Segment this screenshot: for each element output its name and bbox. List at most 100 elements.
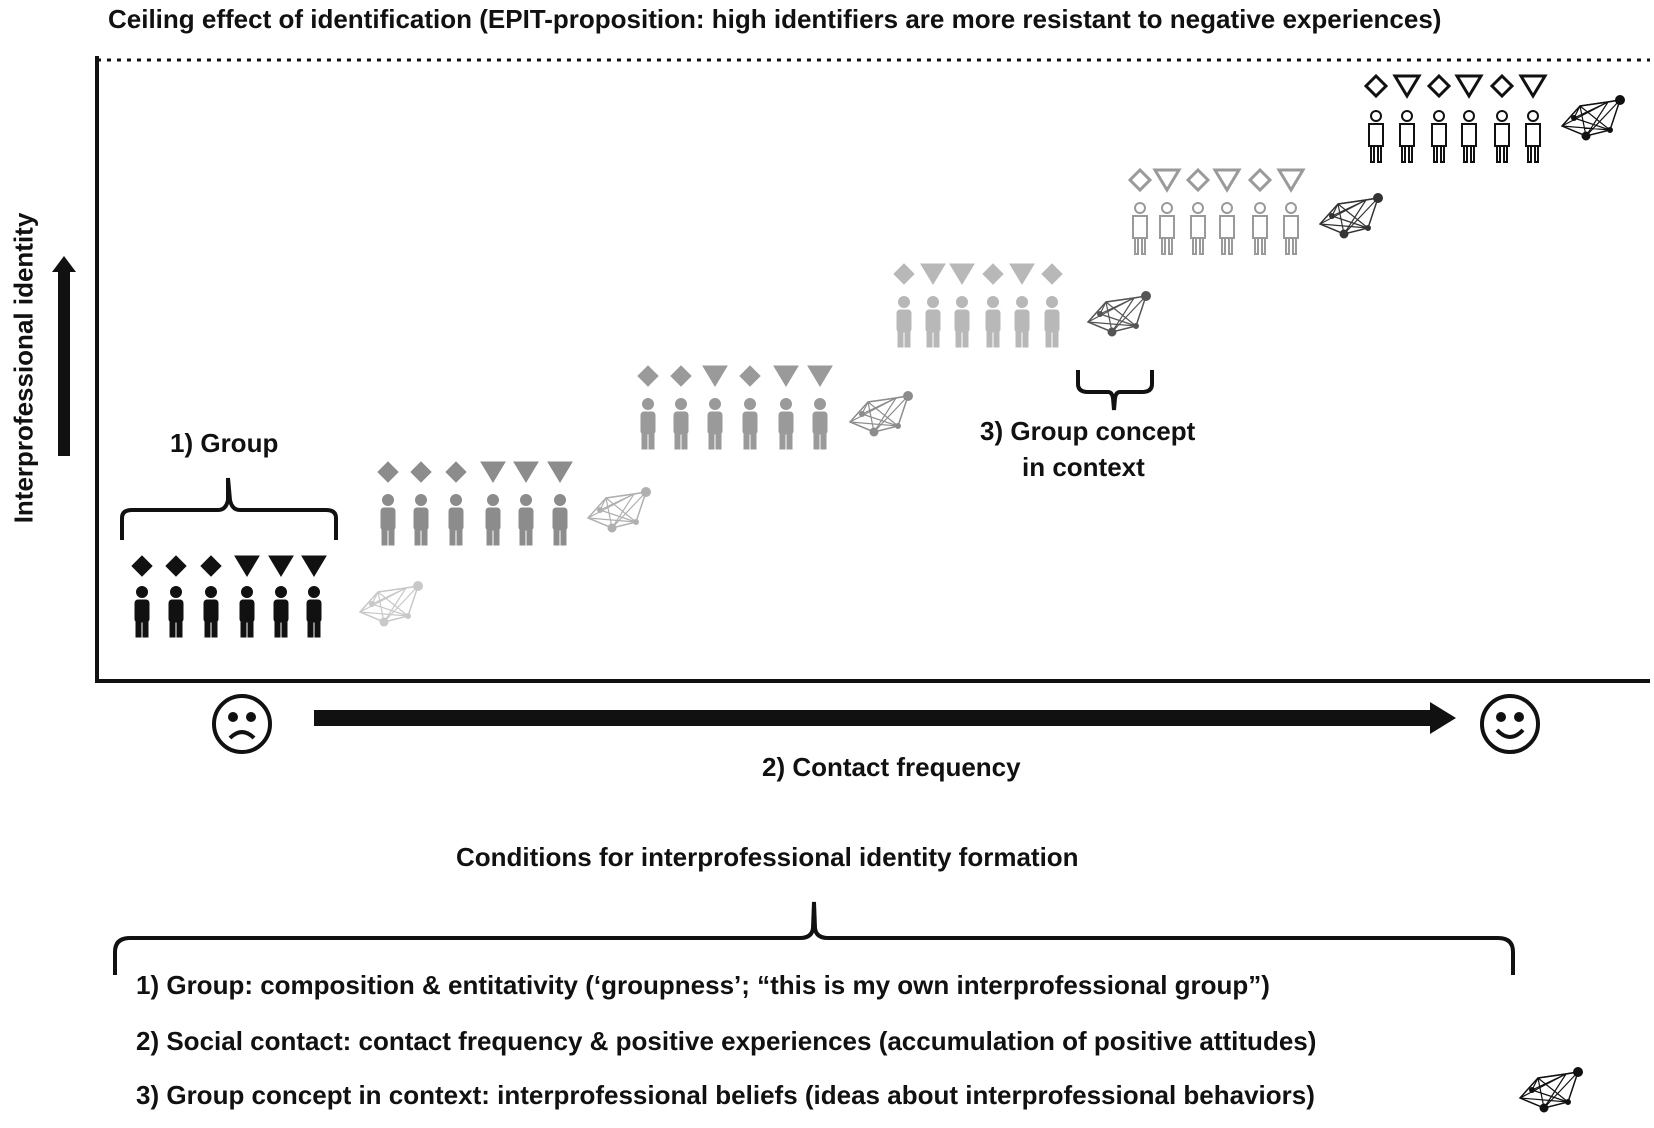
triangle-icon — [268, 555, 294, 577]
network-graph-icon — [1087, 290, 1152, 337]
diamond-icon — [445, 461, 467, 483]
person-icon — [985, 296, 1001, 348]
person-icon — [1219, 202, 1235, 255]
stage-6 — [1364, 74, 1626, 163]
group-concept-label-line2: in context — [1022, 452, 1145, 482]
conditions-brace — [113, 901, 1515, 975]
group-concept-label-line1: 3) Group concept — [980, 416, 1196, 446]
person-icon — [1132, 202, 1148, 255]
triangle-icon — [702, 365, 728, 387]
person-icon — [1461, 110, 1477, 163]
triangle-icon — [513, 461, 539, 483]
condition-item: 2) Social contact: contact frequency & p… — [136, 1026, 1317, 1056]
condition-item: 3) Group concept in context: interprofes… — [136, 1080, 1315, 1110]
person-icon — [485, 494, 501, 546]
diamond-icon — [637, 365, 659, 387]
person-icon — [778, 398, 794, 450]
person-icon — [707, 398, 723, 450]
person-icon — [273, 586, 289, 638]
conditions-title: Conditions for interprofessional identit… — [456, 842, 1079, 872]
person-icon — [448, 494, 464, 546]
person-icon — [1252, 202, 1268, 255]
triangle-icon — [301, 555, 327, 577]
triangle-icon — [1153, 168, 1181, 192]
diamond-icon — [982, 263, 1004, 285]
diamond-icon — [893, 263, 915, 285]
person-icon — [306, 586, 322, 638]
person-icon — [1044, 296, 1060, 348]
stage-4 — [893, 263, 1152, 348]
person-icon — [168, 586, 184, 638]
smiley-face-icon — [1480, 694, 1540, 754]
diamond-icon — [1364, 74, 1388, 98]
person-icon — [640, 398, 656, 450]
diamond-icon — [1248, 168, 1272, 192]
triangle-icon — [949, 263, 975, 285]
person-icon — [1368, 110, 1384, 163]
person-icon — [1494, 110, 1510, 163]
triangle-icon — [1009, 263, 1035, 285]
person-icon — [812, 398, 828, 450]
person-icon — [380, 494, 396, 546]
stage-5 — [1128, 168, 1384, 255]
diamond-icon — [1490, 74, 1514, 98]
network-graph-icon — [849, 390, 914, 437]
stage-3 — [637, 365, 914, 450]
triangle-icon — [773, 365, 799, 387]
diamond-icon — [1427, 74, 1451, 98]
group-label: 1) Group — [170, 428, 279, 458]
triangle-icon — [1455, 74, 1483, 98]
condition-item: 1) Group: composition & entitativity (‘g… — [136, 970, 1270, 1000]
person-icon — [1159, 202, 1175, 255]
diamond-icon — [1128, 168, 1152, 192]
diamond-icon — [670, 365, 692, 387]
network-graph-icon — [1519, 1066, 1584, 1113]
identity-stages — [131, 74, 1626, 638]
triangle-icon — [480, 461, 506, 483]
stage-2 — [377, 461, 652, 546]
person-icon — [552, 494, 568, 546]
person-icon — [1283, 202, 1299, 255]
person-icon — [742, 398, 758, 450]
diamond-icon — [410, 461, 432, 483]
diamond-icon — [377, 461, 399, 483]
triangle-icon — [920, 263, 946, 285]
diamond-icon — [131, 555, 153, 577]
person-icon — [239, 586, 255, 638]
diagram-title: Ceiling effect of identification (EPIT-p… — [108, 4, 1442, 34]
person-icon — [203, 586, 219, 638]
person-icon — [925, 296, 941, 348]
diamond-icon — [739, 365, 761, 387]
context-brace — [1076, 370, 1154, 411]
person-icon — [1190, 202, 1206, 255]
network-graph-icon — [587, 486, 652, 533]
person-icon — [413, 494, 429, 546]
person-icon — [1525, 110, 1541, 163]
person-icon — [1399, 110, 1415, 163]
person-icon — [518, 494, 534, 546]
person-icon — [1431, 110, 1447, 163]
triangle-icon — [1519, 74, 1547, 98]
group-brace — [120, 477, 338, 540]
person-icon — [1014, 296, 1030, 348]
triangle-icon — [547, 461, 573, 483]
triangle-icon — [234, 555, 260, 577]
diamond-icon — [1186, 168, 1210, 192]
sad-face-icon — [212, 694, 272, 754]
diamond-icon — [165, 555, 187, 577]
person-icon — [673, 398, 689, 450]
triangle-icon — [1213, 168, 1241, 192]
person-icon — [134, 586, 150, 638]
y-axis-arrow — [52, 256, 76, 456]
y-axis-label: Interprofessional identity — [8, 212, 39, 524]
network-graph-icon — [1319, 192, 1384, 239]
diamond-icon — [200, 555, 222, 577]
stage-1 — [131, 555, 424, 638]
triangle-icon — [1393, 74, 1421, 98]
person-icon — [896, 296, 912, 348]
triangle-icon — [1277, 168, 1305, 192]
person-icon — [954, 296, 970, 348]
network-graph-icon — [359, 580, 424, 627]
triangle-icon — [807, 365, 833, 387]
